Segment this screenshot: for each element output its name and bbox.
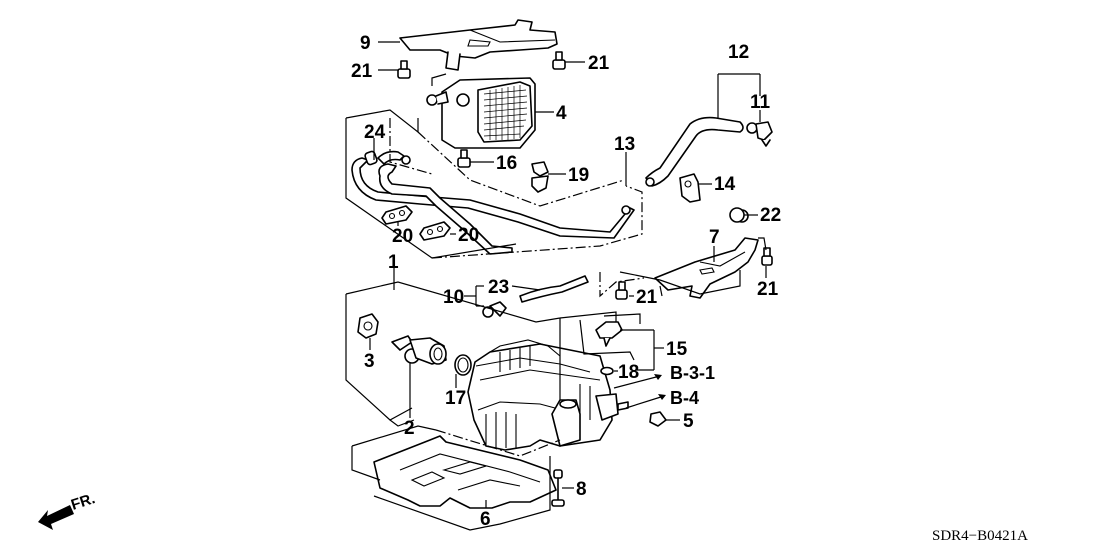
assembly-frames xyxy=(345,73,767,531)
callout-6: 6 xyxy=(480,509,491,530)
hose-holder-14[interactable] xyxy=(679,173,701,203)
callout-5: 5 xyxy=(683,411,694,432)
canister-guard[interactable] xyxy=(373,435,557,509)
tube-23[interactable] xyxy=(519,275,589,303)
front-label: FR. xyxy=(69,490,97,514)
solenoid-valve-15[interactable] xyxy=(595,321,623,347)
callout-20: 20 xyxy=(458,225,479,246)
clip-19[interactable] xyxy=(531,161,549,193)
canister-bracket-right[interactable] xyxy=(654,209,759,299)
callout-20: 20 xyxy=(392,226,413,247)
reference-b-3-1[interactable]: B-3-1 xyxy=(670,363,715,383)
callout-13: 13 xyxy=(614,134,635,155)
bolt-16[interactable] xyxy=(457,149,471,168)
callout-15: 15 xyxy=(666,339,688,360)
callout-labels: 9 21 21 4 24 16 19 13 12 11 14 22 7 21 2… xyxy=(351,33,781,530)
callout-10: 10 xyxy=(443,287,464,308)
grommet-18[interactable] xyxy=(600,366,614,376)
callout-11: 11 xyxy=(750,92,771,113)
flange-nut-22[interactable] xyxy=(729,207,745,223)
callout-4: 4 xyxy=(556,103,567,124)
canister-hose-assembly[interactable] xyxy=(351,150,635,255)
callout-9: 9 xyxy=(360,33,371,54)
joint-2[interactable] xyxy=(391,335,447,365)
flange-bolt-upper-left[interactable] xyxy=(397,60,411,79)
callout-18: 18 xyxy=(618,362,639,383)
cap-3[interactable] xyxy=(357,313,379,339)
evap-canister[interactable] xyxy=(467,339,629,451)
vent-hose-12[interactable] xyxy=(645,116,744,187)
callout-3: 3 xyxy=(364,351,375,372)
callout-21: 21 xyxy=(636,287,658,308)
callout-17: 17 xyxy=(445,388,466,409)
o-ring-17[interactable] xyxy=(454,354,472,376)
canister-filter[interactable] xyxy=(426,77,536,149)
callout-21: 21 xyxy=(588,53,610,74)
front-arrow-icon xyxy=(38,505,74,530)
callout-12: 12 xyxy=(728,42,749,63)
reference-arrows xyxy=(654,374,666,400)
callout-8: 8 xyxy=(576,479,587,500)
flange-bolt-21-right-a[interactable] xyxy=(761,247,773,266)
callout-22: 22 xyxy=(760,205,781,226)
canister-bracket-upper[interactable] xyxy=(399,19,558,71)
callout-23: 23 xyxy=(488,277,509,298)
callout-16: 16 xyxy=(496,153,517,174)
flange-bolt-21-right-b[interactable] xyxy=(615,281,628,300)
callout-21: 21 xyxy=(351,61,373,82)
bolt-8[interactable] xyxy=(551,469,565,507)
hose-clip-20-left[interactable] xyxy=(381,205,413,225)
callout-7: 7 xyxy=(709,227,720,248)
reference-b-4[interactable]: B-4 xyxy=(670,388,699,408)
flange-bolt-upper-right[interactable] xyxy=(552,51,566,70)
callout-2: 2 xyxy=(404,418,415,439)
valve-10[interactable] xyxy=(482,301,507,318)
callout-24: 24 xyxy=(364,122,386,143)
front-direction-indicator: FR. xyxy=(38,490,97,530)
callout-19: 19 xyxy=(568,165,589,186)
drawing-code: SDR4−B0421A xyxy=(932,528,1028,544)
hose-clip-20-right[interactable] xyxy=(419,221,451,241)
callout-14: 14 xyxy=(714,174,736,195)
clip-5[interactable] xyxy=(649,411,667,427)
callout-21: 21 xyxy=(757,279,779,300)
callout-leaders xyxy=(369,41,767,508)
callout-1: 1 xyxy=(388,252,399,273)
valve-11[interactable] xyxy=(746,121,773,147)
